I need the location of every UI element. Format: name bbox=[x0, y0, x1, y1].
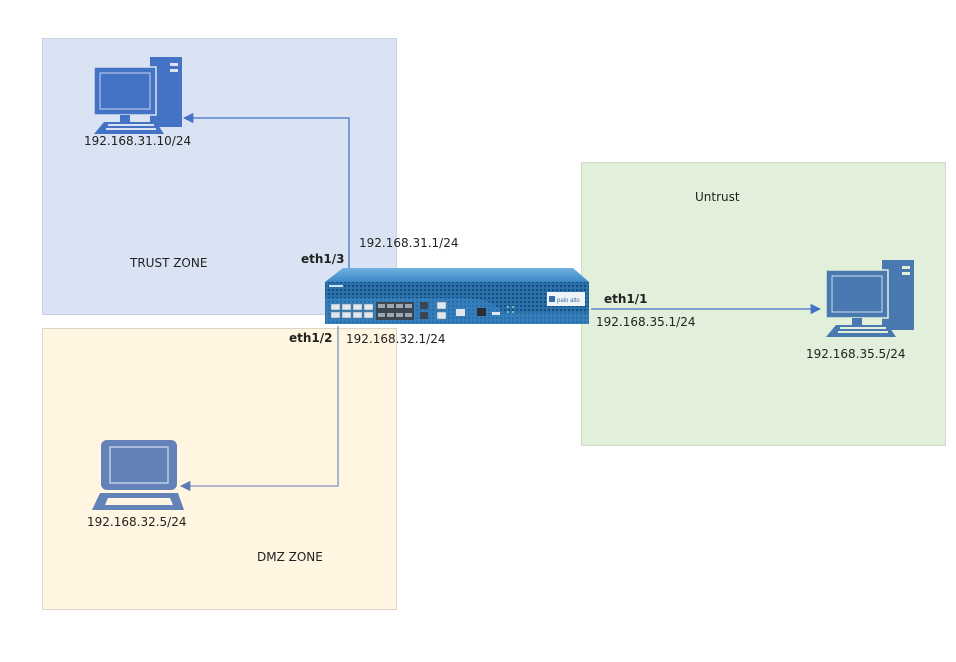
trust-zone-label: TRUST ZONE bbox=[130, 256, 208, 270]
laptop-icon bbox=[92, 440, 184, 510]
trust-pc-ip: 192.168.31.10/24 bbox=[84, 134, 192, 148]
interface-eth1-3-ip: 192.168.31.1/24 bbox=[359, 236, 459, 250]
vendor-badge: palo alto bbox=[557, 298, 580, 304]
desktop-computer-icon bbox=[93, 57, 182, 134]
desktop-computer-icon bbox=[825, 260, 914, 337]
untrust-zone-label: Untrust bbox=[695, 190, 740, 204]
firewall-appliance-icon: palo alto bbox=[325, 268, 589, 324]
interface-eth1-1-ip: 192.168.35.1/24 bbox=[596, 315, 696, 329]
interface-eth1-3-label: eth1/3 bbox=[301, 252, 345, 266]
dmz-laptop-ip: 192.168.32.5/24 bbox=[87, 515, 187, 529]
interface-eth1-1-label: eth1/1 bbox=[604, 292, 648, 306]
interface-eth1-2-ip: 192.168.32.1/24 bbox=[346, 332, 446, 346]
untrust-pc-ip: 192.168.35.5/24 bbox=[806, 347, 906, 361]
dmz-zone-label: DMZ ZONE bbox=[257, 550, 323, 564]
interface-eth1-2-label: eth1/2 bbox=[289, 331, 333, 345]
